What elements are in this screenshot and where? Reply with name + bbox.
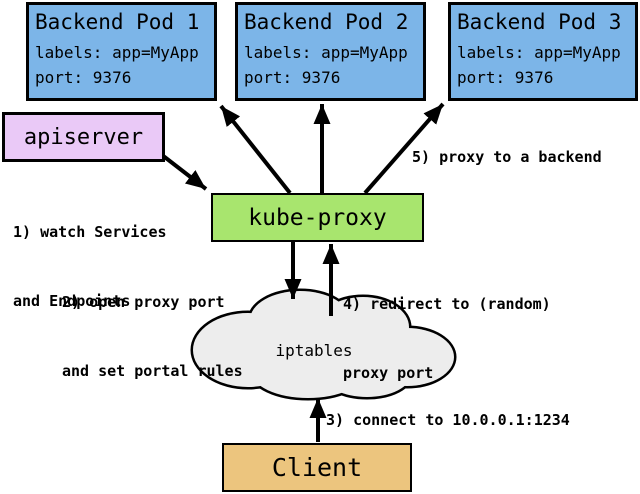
annotation-step4-line2: proxy port xyxy=(343,364,434,382)
annotation-step1-line2: and Endpoints xyxy=(13,292,131,310)
apiserver-label: apiserver xyxy=(23,124,144,150)
backend-pod-1-port: port: 9376 xyxy=(35,68,132,87)
backend-pod-1-title: Backend Pod 1 xyxy=(35,10,200,34)
backend-pod-2-title: Backend Pod 2 xyxy=(244,10,409,34)
backend-pod-3-labels: labels: app=MyApp xyxy=(457,43,621,62)
backend-pod-3-box: Backend Pod 3 labels: app=MyApp port: 93… xyxy=(448,2,638,101)
client-label: Client xyxy=(271,453,363,482)
annotation-step5: 5) proxy to a backend xyxy=(412,148,602,166)
backend-pod-1-labels: labels: app=MyApp xyxy=(35,43,199,62)
annotation-step1: 1) watch Services and Endpoints xyxy=(13,175,167,359)
arrow-kube-proxy-to-pod1 xyxy=(219,104,292,195)
backend-pod-1-box: Backend Pod 1 labels: app=MyApp port: 93… xyxy=(26,2,217,101)
kube-proxy-box: kube-proxy xyxy=(211,193,424,242)
kube-proxy-label: kube-proxy xyxy=(248,204,387,231)
annotation-step2: 2) open proxy port and set portal rules xyxy=(62,245,243,429)
client-box: Client xyxy=(222,443,412,492)
backend-pod-3-title: Backend Pod 3 xyxy=(457,10,622,34)
iptables-label: iptables xyxy=(275,341,353,360)
apiserver-box: apiserver xyxy=(2,112,165,162)
arrow-apiserver-to-kube-proxy xyxy=(160,153,208,191)
annotation-step2-line2: and set portal rules xyxy=(62,362,243,380)
annotation-step1-line1: 1) watch Services xyxy=(13,223,167,241)
backend-pod-2-box: Backend Pod 2 labels: app=MyApp port: 93… xyxy=(235,2,426,101)
annotation-step2-line1: 2) open proxy port xyxy=(62,293,225,311)
iptables-cloud xyxy=(190,288,457,401)
annotation-step4: 4) redirect to (random) proxy port xyxy=(343,247,551,431)
arrow-kube-proxy-to-pod3 xyxy=(363,102,445,195)
backend-pod-3-port: port: 9376 xyxy=(457,68,554,87)
annotation-step4-line1: 4) redirect to (random) xyxy=(343,295,551,313)
backend-pod-2-labels: labels: app=MyApp xyxy=(244,43,408,62)
annotation-step3: 3) connect to 10.0.0.1:1234 xyxy=(326,411,570,429)
backend-pod-2-port: port: 9376 xyxy=(244,68,341,87)
